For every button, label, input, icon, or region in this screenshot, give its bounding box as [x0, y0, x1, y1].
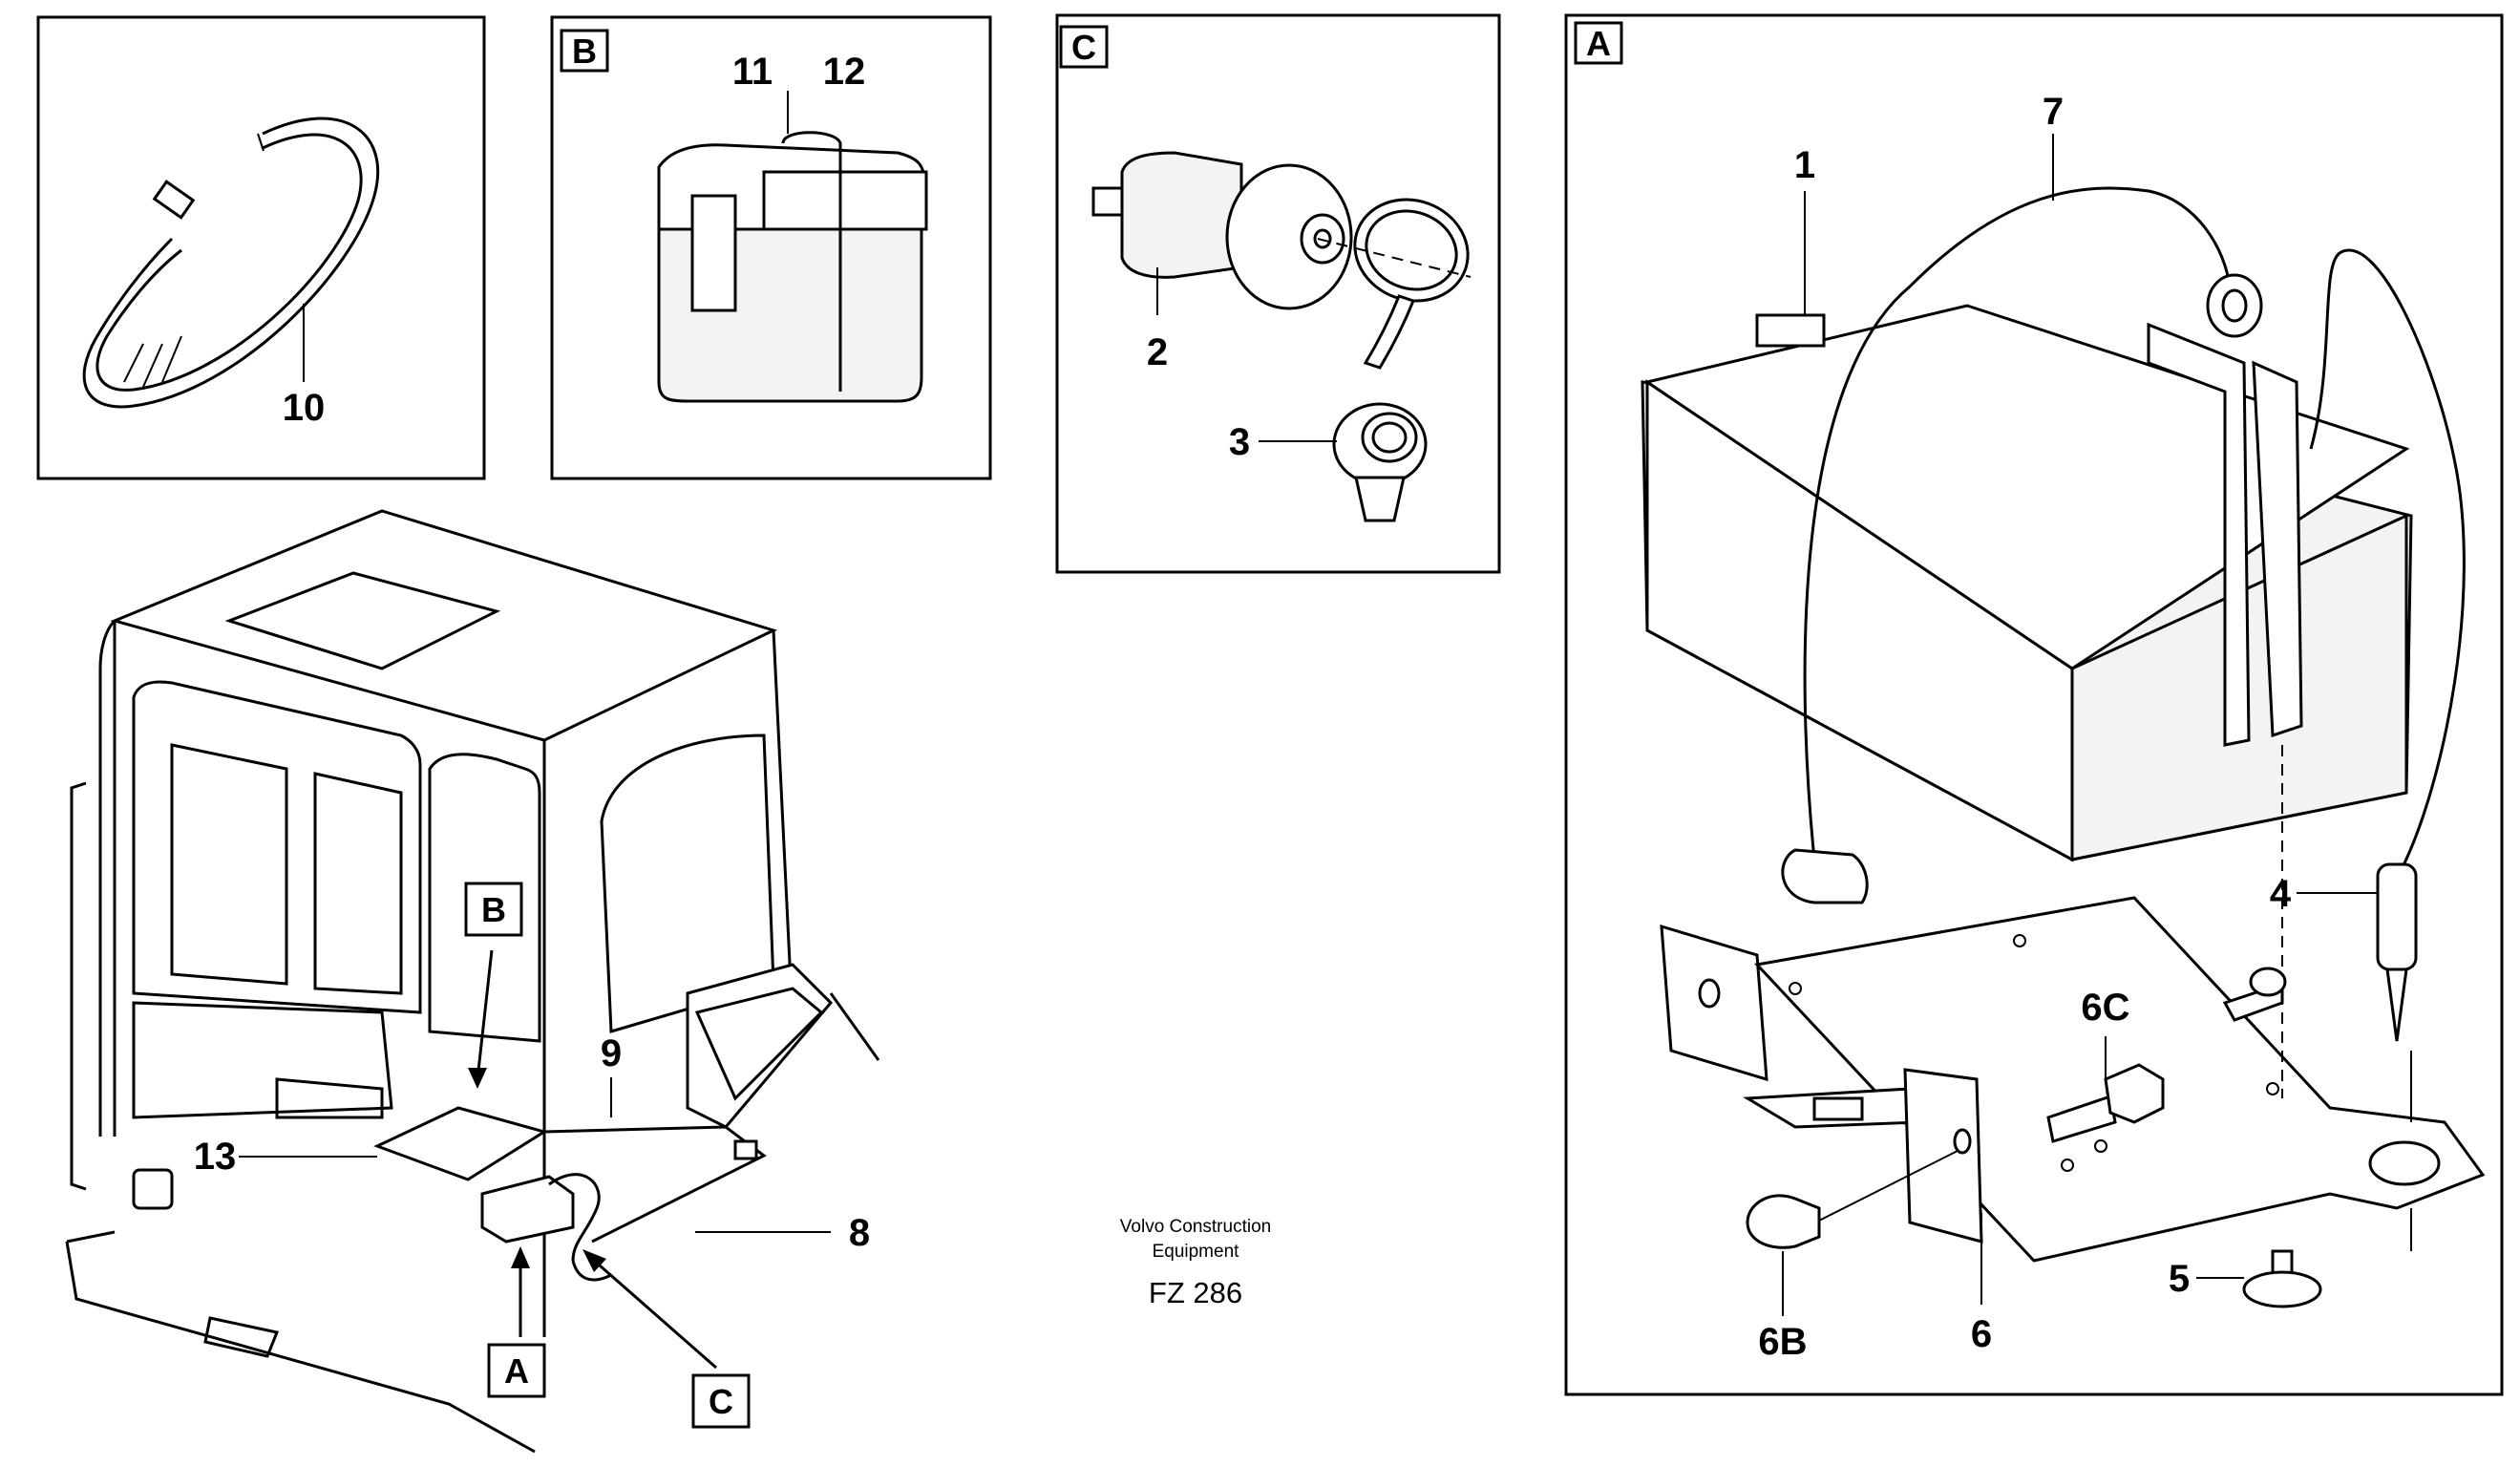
- panel-b-tag-box: [560, 29, 609, 73]
- callout-c-box: [691, 1373, 751, 1429]
- figure-code: FZ 286: [1149, 1276, 1242, 1309]
- nut-6b: [1746, 1150, 1959, 1249]
- panel-tie-strap: 10: [36, 15, 486, 480]
- relay-drawing: [657, 91, 928, 403]
- panel-a-tag: A: [1586, 24, 1611, 63]
- label-11: 11: [732, 51, 773, 93]
- panel-b-tag: B: [572, 32, 597, 71]
- panel-a-tag-box: [1574, 21, 1623, 65]
- label-6c: 6C: [2081, 987, 2129, 1029]
- box-drawing: [1641, 304, 2413, 862]
- company-line-2: Equipment: [1153, 1242, 1240, 1262]
- bolt-6c: [2046, 1063, 2165, 1143]
- callout-c-arrow: [582, 1249, 606, 1272]
- callout-b-box: [464, 882, 523, 937]
- label-13: 13: [194, 1136, 237, 1178]
- callout-a-arrow: [511, 1246, 530, 1268]
- label-6b: 6B: [1758, 1321, 1807, 1363]
- panel-c-tag-box: [1059, 25, 1109, 69]
- tie-strap-drawing: [82, 117, 380, 409]
- company-line-1: Volvo Construction: [1120, 1217, 1271, 1237]
- panel-a-assembly: A: [1564, 13, 2504, 1396]
- label-7: 7: [2043, 91, 2064, 133]
- callout-a: A: [504, 1351, 529, 1391]
- label-2: 2: [1147, 331, 1168, 373]
- label-5: 5: [2169, 1258, 2190, 1300]
- label-6: 6: [1971, 1313, 1992, 1355]
- label-1: 1: [1794, 144, 1815, 186]
- callout-c: C: [709, 1382, 733, 1421]
- label-3: 3: [1229, 421, 1250, 463]
- label-4: 4: [2270, 873, 2292, 915]
- cable-drawing: [1781, 186, 2466, 1042]
- panel-c-socket: C 2 3: [1055, 13, 1501, 574]
- screw-5: [2242, 1249, 2322, 1308]
- callout-b: B: [481, 890, 506, 929]
- callout-a-box: [487, 1343, 546, 1398]
- label-10: 10: [283, 387, 326, 429]
- bolt-right: [2222, 967, 2287, 1022]
- label-8: 8: [849, 1212, 870, 1254]
- cab-overview: [65, 509, 880, 1454]
- socket-drawing: [1091, 151, 1472, 522]
- label-12: 12: [823, 51, 866, 93]
- label-9: 9: [601, 1032, 622, 1074]
- callout-b-arrow: [468, 1068, 487, 1089]
- panel-b-relay: B 11 12: [550, 15, 992, 480]
- panel-c-tag: C: [1071, 28, 1096, 67]
